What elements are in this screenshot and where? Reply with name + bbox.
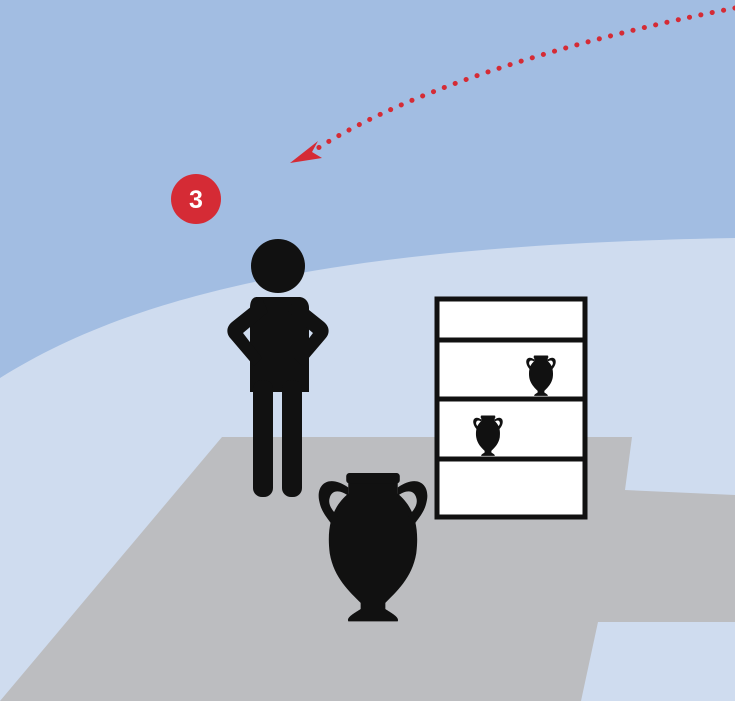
person-left-leg bbox=[253, 380, 273, 497]
shelf-frame bbox=[437, 299, 585, 517]
step-marker: 3 bbox=[171, 174, 221, 224]
person-head bbox=[251, 239, 305, 293]
step-number: 3 bbox=[189, 186, 203, 214]
display-shelf-icon bbox=[437, 299, 585, 517]
person-right-leg bbox=[282, 380, 302, 497]
